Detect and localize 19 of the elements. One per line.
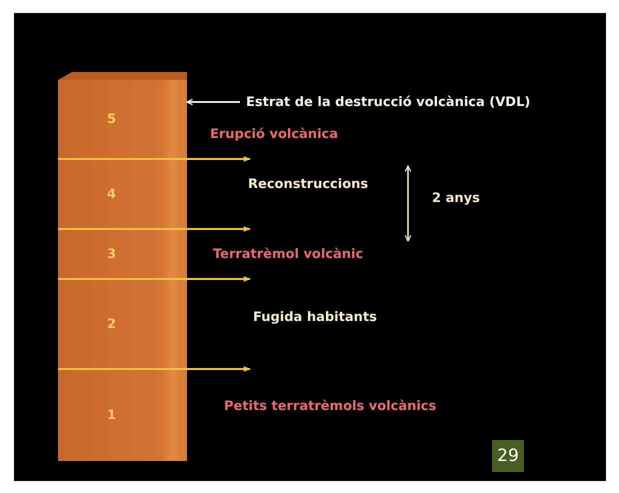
arrow — [186, 98, 240, 106]
layer-number: 2 — [106, 316, 116, 332]
event-label: Erupció volcànica — [210, 127, 338, 142]
rock-layer — [58, 229, 187, 279]
event-label: Terratrèmol volcànic — [213, 247, 364, 262]
layer-number: 5 — [106, 112, 116, 127]
page-number: 29 — [492, 440, 524, 472]
rock-layer — [58, 279, 187, 369]
layer-number: 3 — [106, 246, 116, 262]
rock-layer — [58, 369, 187, 461]
layer-number: 4 — [106, 186, 116, 202]
layer-caption: Estrat de la destrucció volcànica (VDL) — [246, 95, 530, 110]
rock-layer — [58, 159, 187, 229]
rock-layer — [58, 80, 187, 159]
event-label: Petits terratrèmols volcànics — [224, 399, 436, 414]
event-label: Reconstruccions — [248, 177, 368, 192]
duration-label: 2 anys — [432, 191, 480, 206]
layer-number: 1 — [106, 408, 116, 422]
event-label: Fugida habitants — [253, 310, 377, 325]
